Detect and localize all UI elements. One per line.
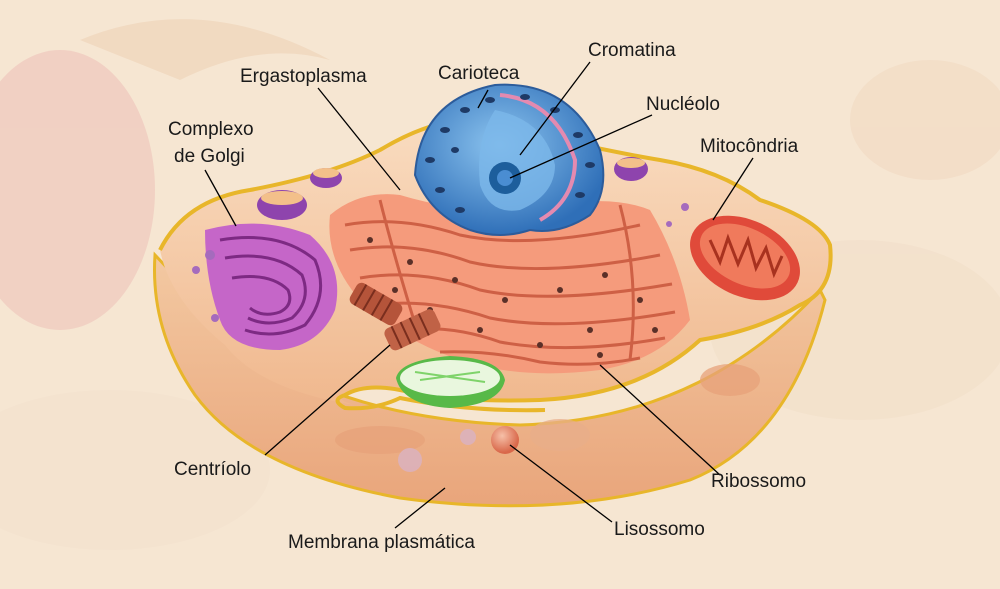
vacuole bbox=[396, 356, 505, 408]
label-mitocondria: Mitocôndria bbox=[700, 136, 799, 157]
label-ribossomo: Ribossomo bbox=[711, 471, 806, 492]
label-lisossomo: Lisossomo bbox=[614, 519, 705, 540]
leader-lines bbox=[204, 61, 754, 529]
lower-organelles bbox=[335, 364, 760, 472]
label-complexo-golgi-line1: Complexo bbox=[168, 119, 254, 140]
cell-bowl bbox=[153, 251, 827, 508]
label-centriolo: Centríolo bbox=[174, 459, 251, 480]
label-complexo-golgi-line2: de Golgi bbox=[174, 146, 245, 167]
label-membrana-plasmatica: Membrana plasmática bbox=[288, 532, 475, 553]
label-ergastoplasma: Ergastoplasma bbox=[240, 66, 367, 87]
label-cromatina: Cromatina bbox=[588, 40, 676, 61]
centrioles bbox=[349, 282, 441, 351]
vesicles bbox=[192, 157, 689, 322]
nucleus bbox=[413, 83, 605, 236]
label-nucleolo: Nucléolo bbox=[646, 94, 720, 115]
label-carioteca: Carioteca bbox=[438, 63, 520, 84]
plasma-membrane-outline bbox=[158, 117, 833, 413]
golgi-complex bbox=[205, 223, 338, 350]
lysosome bbox=[491, 426, 519, 454]
mitochondria bbox=[690, 215, 800, 301]
